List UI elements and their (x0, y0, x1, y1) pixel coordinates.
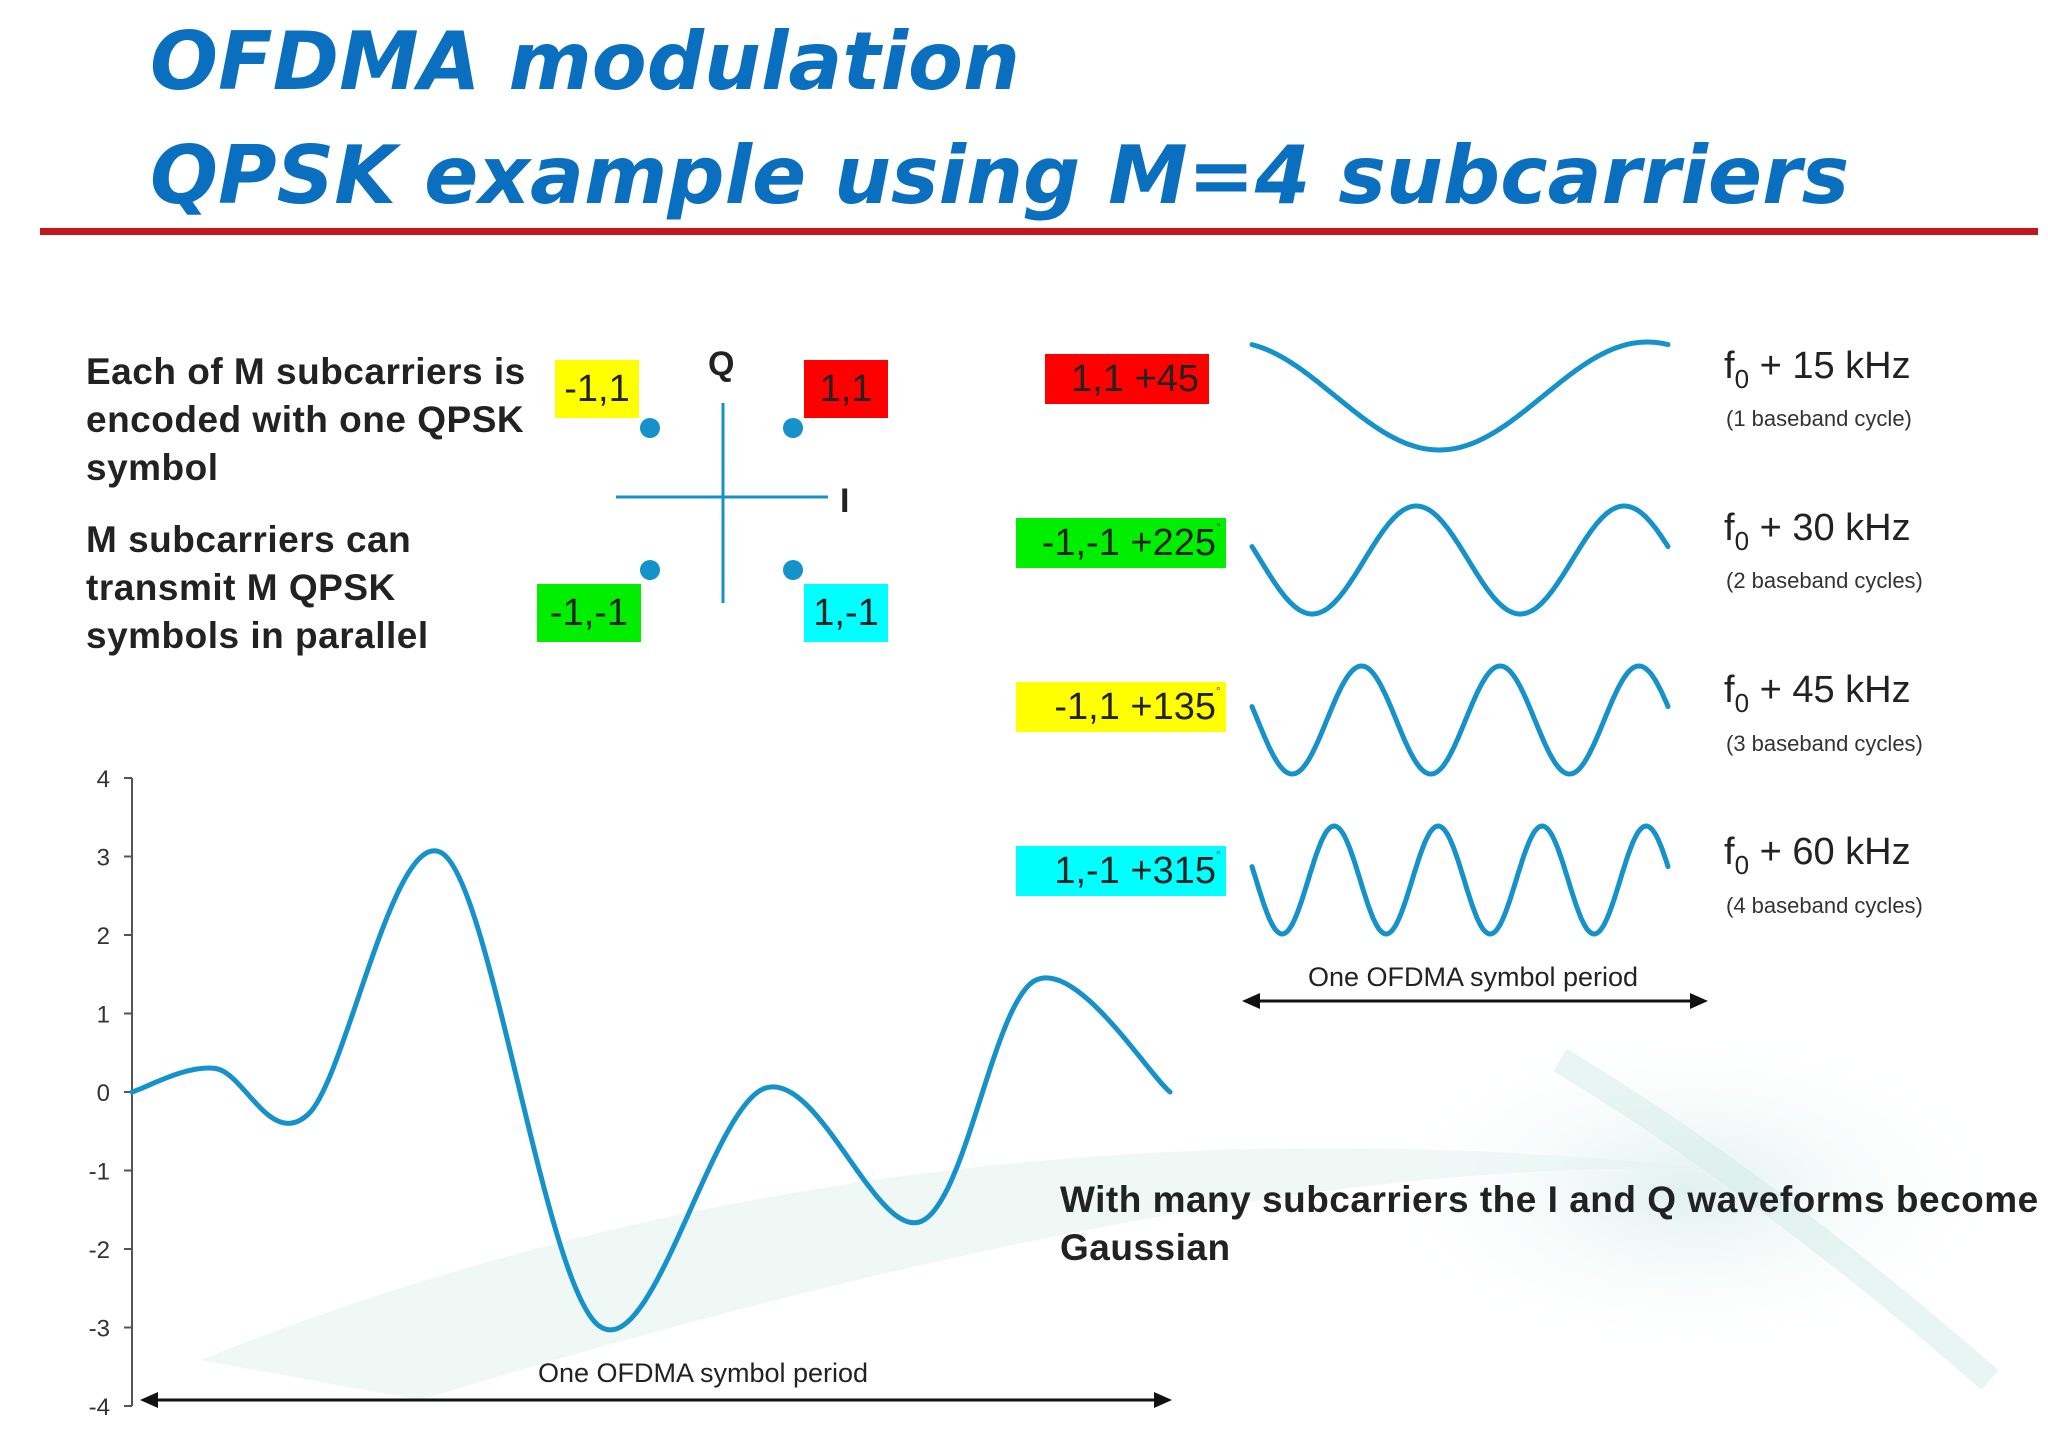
y-tick-label: 4 (97, 766, 110, 793)
y-tick-label: -1 (89, 1159, 110, 1186)
title-line-1: OFDMA modulation (150, 15, 1020, 108)
y-tick-label: 0 (97, 1080, 110, 1107)
subcarrier-2-cycles: (2 baseband cycles) (1726, 568, 1923, 593)
qpsk-constellation-axes (616, 403, 828, 603)
y-tick-label: 3 (97, 845, 110, 872)
title-line-2: QPSK example using M=4 subcarriers (150, 129, 1850, 222)
q-axis-label: Q (708, 345, 735, 383)
top-period-label: One OFDMA symbol period (1307, 962, 1639, 992)
ofdma-waveform-line (129, 848, 1173, 1333)
subcarrier-waveforms (1249, 339, 1671, 937)
subcarrier-1-cycles: (1 baseband cycle) (1726, 406, 1912, 431)
subcarrier-4-cycles: (4 baseband cycles) (1726, 893, 1923, 918)
y-tick-label: -3 (89, 1316, 110, 1343)
subcarrier-wave-2 (1249, 503, 1671, 617)
constellation-point-minus1-minus1 (640, 560, 660, 580)
subcarrier-1-frequency: f0 + 15 kHz (1724, 345, 1911, 394)
arrowhead-left (140, 1392, 158, 1408)
subcarrier-2-frequency: f0 + 30 kHz (1724, 507, 1911, 556)
subcarrier-3-cycles: (3 baseband cycles) (1726, 731, 1923, 756)
subcarrier-4-symbol: 1,-1 +315 (1016, 846, 1226, 896)
y-tick-label: -4 (89, 1394, 110, 1421)
intro-paragraph-encoding: Each of M subcarriers is encoded with on… (86, 351, 526, 488)
degree-mark: ° (1216, 848, 1221, 862)
symbol-tag-1-minus1: 1,-1 (804, 584, 888, 642)
subcarrier-2-symbol: -1,-1 +225 (1016, 518, 1226, 568)
symbol-tag-minus1-minus1: -1,-1 (537, 584, 641, 642)
arrowhead-right (1154, 1392, 1172, 1408)
y-tick-label: 2 (97, 923, 110, 950)
gaussian-note: With many subcarriers the I and Q wavefo… (1060, 1179, 2039, 1268)
symbol-tag-minus1-1: -1,1 (555, 360, 639, 418)
y-tick-label: -2 (89, 1237, 110, 1264)
chart-xlabel: One OFDMA symbol period (538, 1358, 868, 1388)
intro-paragraph-parallel: M subcarriers can transmit M QPSK symbol… (86, 519, 429, 656)
constellation-point-minus1-1 (640, 418, 660, 438)
subcarrier-wave-4 (1249, 823, 1671, 937)
constellation-point-1-minus1 (783, 560, 803, 580)
top-period-arrow (1242, 993, 1708, 1009)
subcarrier-4-frequency: f0 + 60 kHz (1724, 831, 1911, 880)
subcarrier-wave-1 (1249, 339, 1671, 453)
subcarrier-3-symbol: -1,1 +135 (1016, 682, 1226, 732)
constellation-point-1-1 (783, 418, 803, 438)
subcarrier-1-symbol: 1,1 +45 (1045, 354, 1209, 404)
y-tick-label: 1 (97, 1002, 110, 1029)
title-divider (40, 228, 2038, 235)
ofdma-time-domain-chart: 4 3 2 1 0 -1 -2 -3 -4 One OFDMA symbol period (89, 766, 1173, 1421)
degree-mark: ° (1216, 520, 1221, 534)
i-axis-label: I (840, 482, 850, 520)
degree-mark: ° (1216, 684, 1221, 698)
subcarrier-wave-3 (1249, 663, 1671, 777)
symbol-tag-1-1: 1,1 (804, 360, 888, 418)
subcarrier-3-frequency: f0 + 45 kHz (1724, 669, 1911, 718)
